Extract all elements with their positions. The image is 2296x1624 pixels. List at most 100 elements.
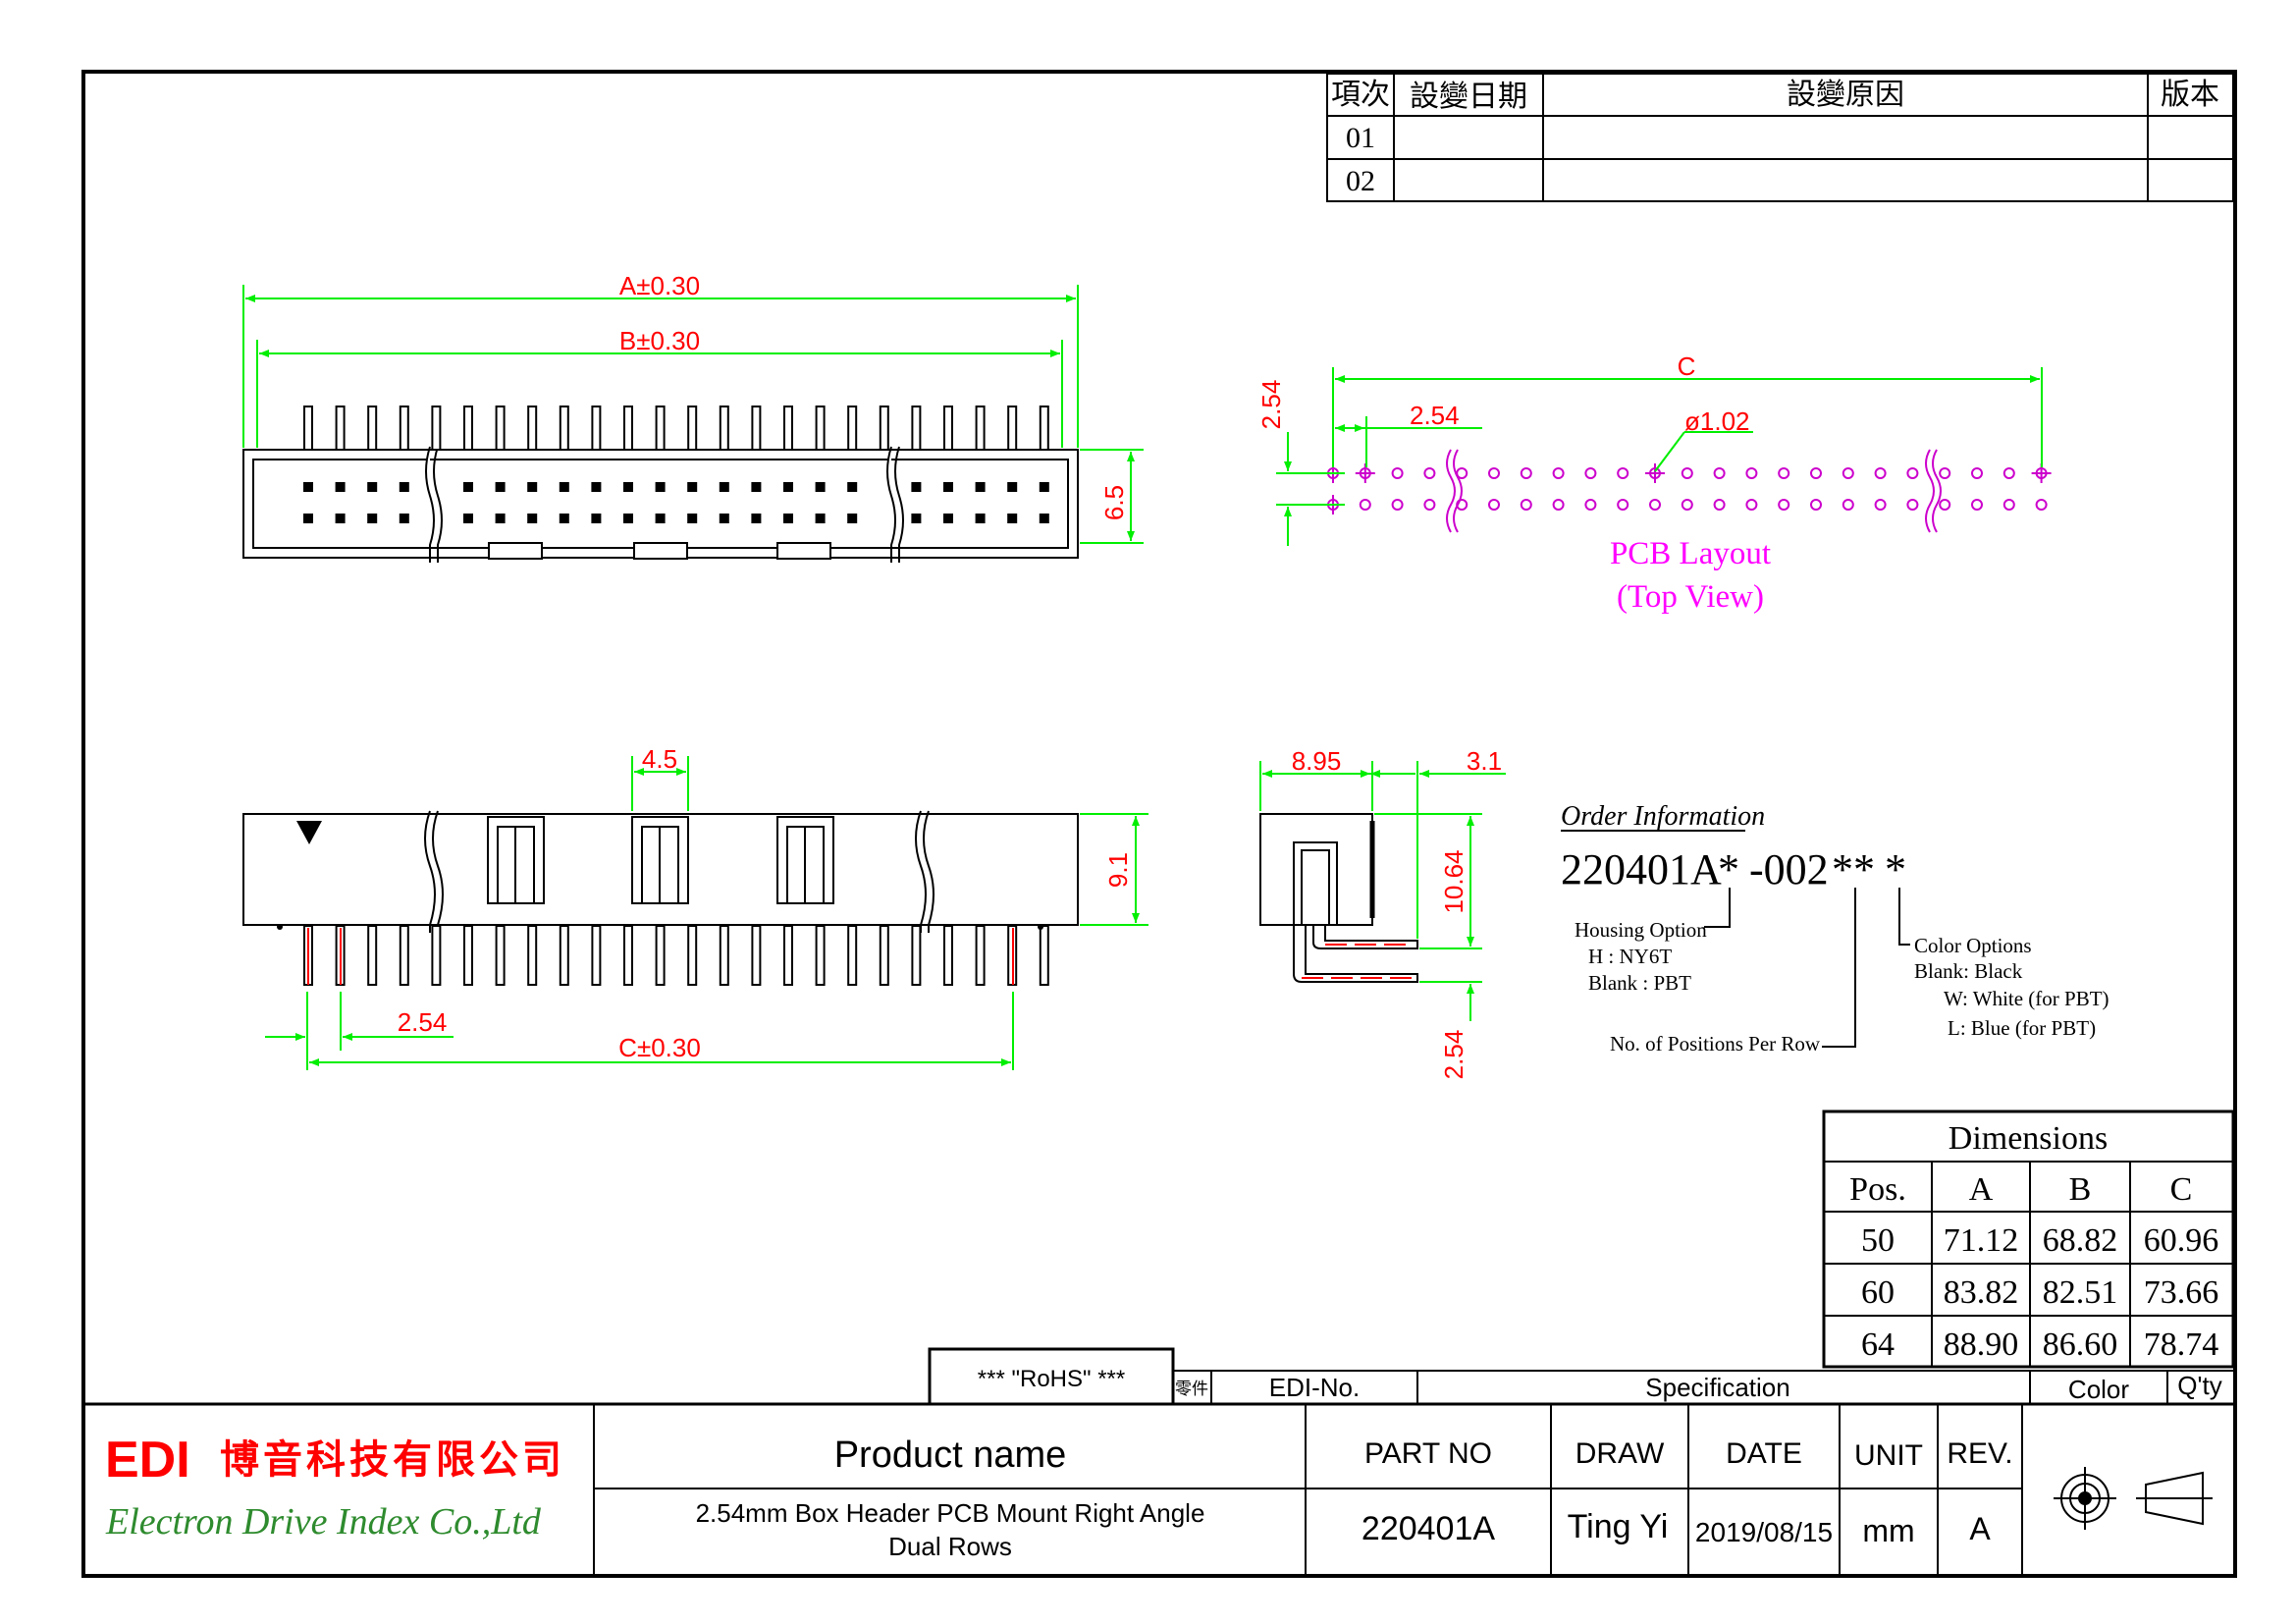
front-contact	[623, 482, 633, 492]
pcb-pitch-h-label: 2.54	[1410, 401, 1460, 430]
sheet-border	[81, 70, 2237, 1578]
pcb-hole	[1552, 467, 1565, 479]
front-contact	[623, 514, 633, 523]
rev-value: A	[1969, 1511, 1991, 1546]
pcb-break-mark	[1925, 449, 1935, 533]
pcb-layout-dimensions	[1276, 367, 2043, 546]
front-contact	[367, 514, 378, 523]
qty-label: Q'ty	[2177, 1371, 2221, 1400]
bottom-pin	[847, 925, 858, 986]
front-contact	[943, 482, 953, 492]
front-pin	[911, 406, 922, 451]
front-pin	[559, 406, 569, 451]
part-no-value: 220401A	[1362, 1510, 1495, 1547]
front-contact	[399, 482, 409, 492]
front-contact	[495, 514, 506, 523]
pcb-break-mark	[1453, 449, 1463, 533]
pcb-hole	[1488, 499, 1500, 511]
side-view	[1259, 813, 1418, 983]
pcb-hole	[1745, 499, 1758, 511]
front-height-label: 6.5	[1099, 485, 1129, 520]
bottom-pin	[943, 925, 953, 986]
front-contact	[303, 482, 313, 492]
dimensions-table: Dimensions Pos. A B C 50 71.12 68.82 60.…	[1822, 1110, 2235, 1369]
front-contact	[1007, 482, 1018, 492]
front-contact	[335, 482, 346, 492]
bottom-pin	[431, 925, 442, 986]
front-pin	[719, 406, 729, 451]
pcb-hole	[1874, 467, 1887, 479]
pcb-hole	[1842, 499, 1854, 511]
color-option-blank: Blank: Black	[1914, 959, 2023, 983]
color-label: Color	[2068, 1375, 2129, 1404]
bottom-view-dimensions	[265, 756, 1148, 1070]
draw-value: Ting Yi	[1568, 1508, 1669, 1545]
front-pin	[623, 406, 633, 451]
front-contact	[303, 514, 313, 523]
dim-row-60-c: 73.66	[2144, 1274, 2219, 1311]
front-contact	[655, 482, 666, 492]
front-pin	[303, 406, 313, 451]
front-contact	[783, 514, 793, 523]
front-pin	[847, 406, 858, 451]
front-contact	[815, 482, 826, 492]
dim-row-50-a: 71.12	[1944, 1222, 2019, 1259]
rev-row-2-item: 02	[1346, 165, 1375, 197]
product-name-label: Product name	[834, 1435, 1067, 1476]
housing-corner-dot	[1038, 924, 1043, 930]
front-contact	[719, 514, 729, 523]
pcb-hole	[1391, 499, 1404, 511]
pcb-hole	[1617, 499, 1629, 511]
color-options-title: Color Options	[1914, 934, 2032, 957]
pcb-hole	[1778, 467, 1790, 479]
housing-corner-dot	[277, 924, 283, 930]
front-pin	[655, 406, 666, 451]
pcb-hole	[1617, 467, 1629, 479]
bottom-view-pins	[277, 924, 1049, 986]
rev-label: REV.	[1947, 1437, 2012, 1470]
front-contact	[687, 482, 698, 492]
front-contact	[911, 514, 922, 523]
unit-label: UNIT	[1854, 1439, 1923, 1472]
front-contact	[815, 514, 826, 523]
front-pin	[367, 406, 378, 451]
pcb-hole	[2002, 467, 2015, 479]
side-depth-label: 8.95	[1292, 746, 1342, 776]
order-code-mid: -002	[1749, 845, 1829, 893]
pcb-hole	[1906, 467, 1919, 479]
pcb-hole	[1745, 467, 1758, 479]
pcb-hole	[1423, 499, 1436, 511]
front-pin	[335, 406, 346, 451]
pcb-hole	[2035, 499, 2048, 511]
front-pin	[495, 406, 506, 451]
housing-option-h: H : NY6T	[1588, 945, 1672, 968]
front-contact	[911, 482, 922, 492]
date-label: DATE	[1726, 1437, 1802, 1470]
date-value: 2019/08/15	[1695, 1517, 1833, 1547]
side-pitch-label: 2.54	[1439, 1030, 1468, 1080]
bottom-pin	[879, 925, 889, 986]
bottom-view	[242, 810, 1079, 933]
dim-b-label: B±0.30	[619, 326, 700, 355]
order-code-star-2: **	[1832, 845, 1875, 893]
pcb-layout-holes	[1323, 449, 2052, 533]
pcb-hole	[1681, 467, 1693, 479]
pcb-hole-label: ø1.02	[1684, 406, 1750, 436]
part-no-label: PART NO	[1364, 1437, 1492, 1470]
front-contact	[399, 514, 409, 523]
front-contact	[527, 514, 538, 523]
bottom-pitch-label: 2.54	[398, 1007, 448, 1037]
company-name-en: Electron Drive Index Co.,Ltd	[105, 1501, 542, 1543]
projection-symbol-icon	[2054, 1467, 2213, 1530]
bottom-pin	[815, 925, 826, 986]
color-option-w: W: White (for PBT)	[1944, 987, 2109, 1010]
front-pin	[815, 406, 826, 451]
order-heading: Order Information	[1561, 801, 1765, 832]
front-contact	[655, 514, 666, 523]
front-pin	[975, 406, 986, 451]
pcb-hole	[1552, 499, 1565, 511]
front-pin	[751, 406, 762, 451]
order-information: Order Information 220401A * -002 ** * Ho…	[1561, 801, 2109, 1056]
product-name-line-1: 2.54mm Box Header PCB Mount Right Angle	[696, 1498, 1205, 1528]
side-view-pin-centerlines	[1302, 944, 1414, 979]
